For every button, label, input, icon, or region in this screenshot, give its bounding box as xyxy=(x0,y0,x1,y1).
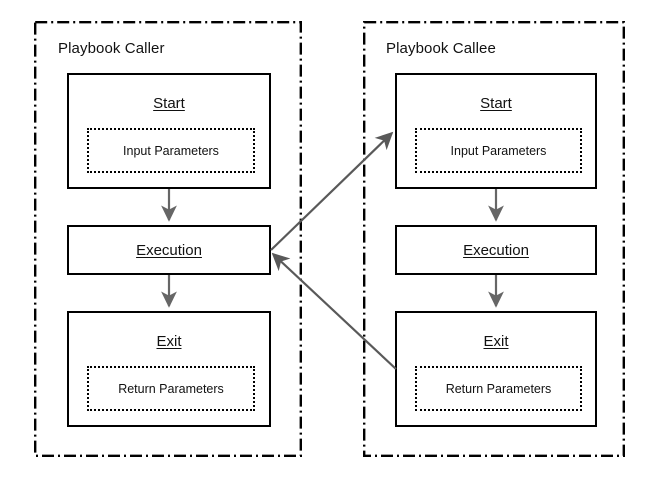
node-callee-start-title: Start xyxy=(480,95,512,112)
caller-exit-return-parameters-label: Return Parameters xyxy=(118,381,224,396)
lane-callee-title: Playbook Callee xyxy=(386,40,496,57)
callee-exit-return-parameters-label: Return Parameters xyxy=(445,381,552,396)
caller-start-input-parameters-box: Input Parameters xyxy=(87,128,255,173)
node-caller-start-title: Start xyxy=(153,95,185,112)
callee-exit-return-parameters-box: Return Parameters xyxy=(415,366,582,411)
callee-start-input-parameters-label: Input Parameters xyxy=(450,143,547,158)
node-caller-exit[interactable]: Exit Return Parameters xyxy=(67,311,271,427)
node-caller-start[interactable]: Start Input Parameters xyxy=(67,73,271,189)
lane-caller-title: Playbook Caller xyxy=(58,40,165,57)
caller-start-input-parameters-label: Input Parameters xyxy=(123,143,219,158)
caller-exit-return-parameters-box: Return Parameters xyxy=(87,366,255,411)
node-callee-exit[interactable]: Exit Return Parameters xyxy=(395,311,597,427)
node-callee-execution[interactable]: Execution xyxy=(395,225,597,275)
node-callee-execution-title: Execution xyxy=(463,242,529,259)
node-callee-exit-title: Exit xyxy=(483,333,509,350)
node-caller-execution-title: Execution xyxy=(136,242,202,259)
callee-start-input-parameters-box: Input Parameters xyxy=(415,128,582,173)
node-caller-exit-title: Exit xyxy=(156,333,182,350)
node-callee-start[interactable]: Start Input Parameters xyxy=(395,73,597,189)
node-caller-execution[interactable]: Execution xyxy=(67,225,271,275)
